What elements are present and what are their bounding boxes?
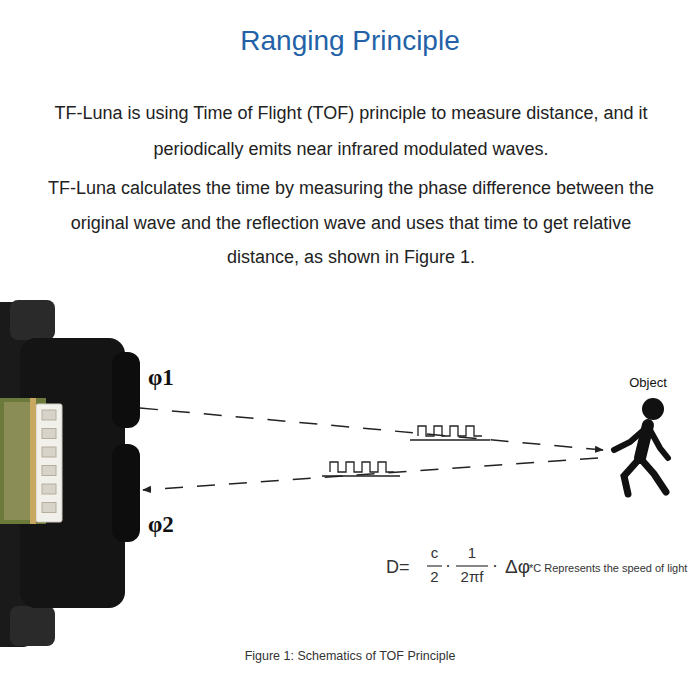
pulse-train xyxy=(322,462,400,476)
connector-pin xyxy=(42,484,56,494)
fraction-bar xyxy=(427,565,442,566)
connector-pin xyxy=(42,466,56,476)
fraction-bar xyxy=(456,565,488,566)
formula-text: 2πf xyxy=(461,568,484,586)
description-paragraph: TF-Luna calculates the time by measuring… xyxy=(35,171,667,275)
connector-pin xyxy=(42,503,56,513)
sensor-housing xyxy=(0,300,140,647)
emitted-wave-line xyxy=(140,408,603,450)
description-paragraph: TF-Luna is using Time of Flight (TOF) pr… xyxy=(45,95,657,167)
formula-text: c xyxy=(431,544,439,562)
formula-text: D= xyxy=(386,557,410,579)
connector-pins xyxy=(42,410,56,513)
person-figure xyxy=(614,398,668,494)
formula-text: 2 xyxy=(430,568,438,586)
connector-pin xyxy=(42,447,56,457)
connector-pin xyxy=(42,429,56,439)
speed-note: *C Represents the speed of light xyxy=(529,562,687,575)
page-title: Ranging Principle xyxy=(240,24,459,58)
formula-text: 1 xyxy=(468,544,476,562)
formula-dot: · xyxy=(492,555,498,577)
pulse-train xyxy=(410,426,490,440)
figure-caption: Figure 1: Schematics of TOF Principle xyxy=(245,649,456,664)
formula-dot: · xyxy=(445,555,451,577)
object-label: Object xyxy=(629,375,667,391)
formula-text: Δφ xyxy=(505,556,530,579)
connector-pin xyxy=(42,410,56,420)
reflected-wave-line xyxy=(143,458,598,490)
phase-label: φ1 xyxy=(148,364,174,392)
phase-label: φ2 xyxy=(148,511,174,539)
